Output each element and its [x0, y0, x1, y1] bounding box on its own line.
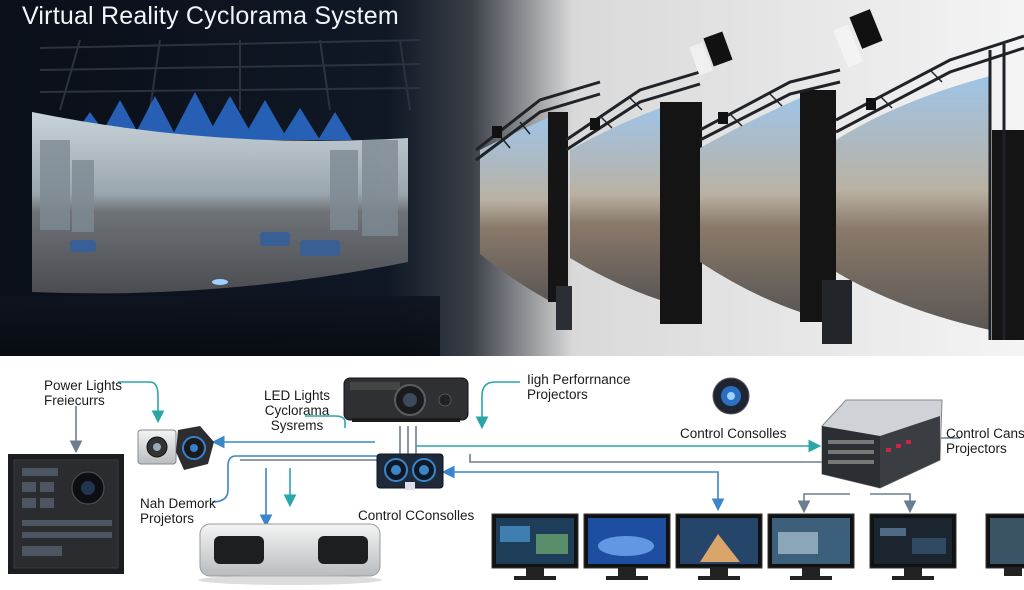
- label-control-cans: Control Cans Projectors: [946, 426, 1024, 456]
- monitor-icon: [869, 513, 957, 580]
- hero-illustration: [0, 9, 1024, 356]
- monitor-icon: [985, 513, 1024, 576]
- label-control-cconsolles: Control CConsolles: [358, 508, 475, 523]
- speaker-icon: [376, 453, 444, 490]
- screen-array: [480, 76, 1024, 344]
- connector-lines: [69, 381, 960, 528]
- monitor-icon: [491, 513, 579, 580]
- label-high-performance: Iigh Perforrnance Projectors: [527, 372, 631, 402]
- control-console-icon: [712, 377, 750, 415]
- monitor-icon: [675, 513, 763, 580]
- label-control-consolles: Control Consolles: [680, 426, 787, 441]
- projector-icon: [343, 377, 469, 422]
- projector-icon: [492, 9, 883, 138]
- monitor-icon: [767, 513, 855, 580]
- camera-icon: [137, 426, 214, 470]
- label-led-lights: LED Lights Cyclorama Sysrems: [263, 388, 331, 433]
- system-diagram: [8, 377, 1024, 585]
- label-nah-demork: Nah Demork Projetors: [140, 496, 216, 526]
- hero-scene: Virtual Reality Cyclorama System: [0, 0, 1024, 356]
- monitor-row: [491, 513, 1024, 580]
- rack-controller-icon: [821, 399, 943, 489]
- server-icon: [8, 454, 124, 574]
- monitor-icon: [583, 513, 671, 580]
- media-server-icon: [198, 523, 382, 585]
- label-power-lights: Power Lights Freiecurrs: [44, 378, 123, 408]
- page-title: Virtual Reality Cyclorama System: [22, 2, 399, 30]
- ceiling-truss: [39, 39, 421, 111]
